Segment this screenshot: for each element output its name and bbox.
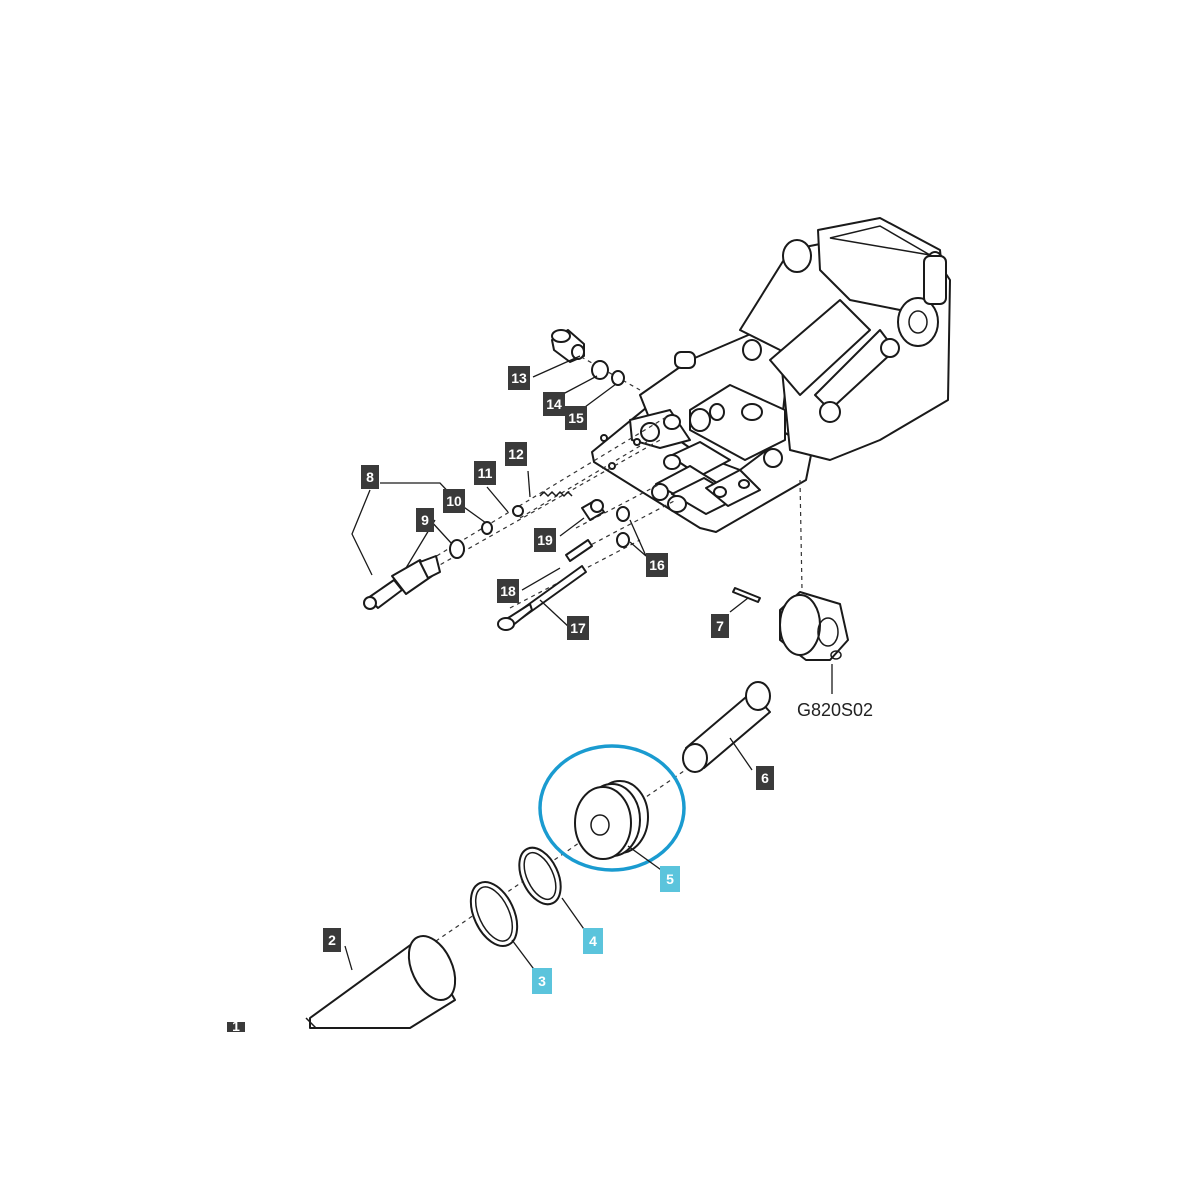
svg-text:9: 9: [421, 512, 429, 528]
callout-9: 9: [416, 508, 434, 532]
washer-part-16a: [616, 506, 630, 522]
svg-text:18: 18: [500, 583, 516, 599]
callout-19: 19: [534, 528, 556, 552]
sleeve-part: [581, 499, 605, 521]
svg-text:8: 8: [366, 469, 374, 485]
callout-4-highlight: 4: [583, 928, 603, 954]
valve-part: [363, 555, 441, 610]
svg-text:19: 19: [537, 532, 553, 548]
washer-part-9: [449, 539, 465, 559]
callout-12: 12: [505, 442, 527, 466]
svg-text:1: 1: [232, 1018, 240, 1034]
svg-text:12: 12: [508, 446, 524, 462]
callout-10: 10: [443, 489, 465, 513]
plug-part: [551, 329, 585, 363]
callout-3-highlight: 3: [532, 968, 552, 994]
pin-part: [732, 587, 761, 603]
callout-6: 6: [756, 766, 774, 790]
svg-text:15: 15: [568, 410, 584, 426]
cam-block-part: [779, 591, 849, 661]
callout-18: 18: [497, 579, 519, 603]
callout-1: 1: [227, 1018, 245, 1034]
o-ring-part-4: [518, 846, 562, 906]
drawing-code: G820S02: [797, 700, 873, 720]
svg-text:13: 13: [511, 370, 527, 386]
piston-rod-part: [682, 681, 771, 773]
svg-text:14: 14: [546, 396, 562, 412]
cylinder-part: [305, 935, 457, 1029]
svg-text:3: 3: [538, 973, 546, 989]
svg-text:2: 2: [328, 932, 336, 948]
callout-15: 15: [565, 406, 587, 430]
svg-text:17: 17: [570, 620, 586, 636]
callout-17: 17: [567, 616, 589, 640]
washer-part-14: [591, 360, 609, 380]
washer-part-15: [611, 370, 625, 386]
spring-part: [539, 490, 573, 498]
highlight-ring: [538, 744, 686, 872]
hydraulic-lift-housing: [591, 217, 951, 533]
callout-14: 14: [543, 392, 565, 416]
leader-lines: [344, 355, 833, 973]
piston-part: [574, 780, 649, 860]
svg-text:4: 4: [589, 933, 597, 949]
svg-text:7: 7: [716, 618, 724, 634]
o-ring-part-3: [469, 881, 519, 947]
svg-text:10: 10: [446, 493, 462, 509]
rod-part: [497, 539, 593, 631]
callout-16: 16: [646, 553, 668, 577]
callout-7: 7: [711, 614, 729, 638]
callout-13: 13: [508, 366, 530, 390]
svg-text:6: 6: [761, 770, 769, 786]
callout-5-highlight: 5: [660, 866, 680, 892]
callout-2: 2: [323, 928, 341, 952]
svg-text:11: 11: [478, 465, 493, 481]
svg-text:5: 5: [666, 871, 674, 887]
seal-part-10: [481, 521, 493, 535]
callout-11: 11: [474, 461, 496, 485]
svg-text:16: 16: [649, 557, 665, 573]
ball-part: [512, 505, 524, 517]
washer-part-16b: [616, 532, 630, 548]
callout-8: 8: [361, 465, 379, 489]
